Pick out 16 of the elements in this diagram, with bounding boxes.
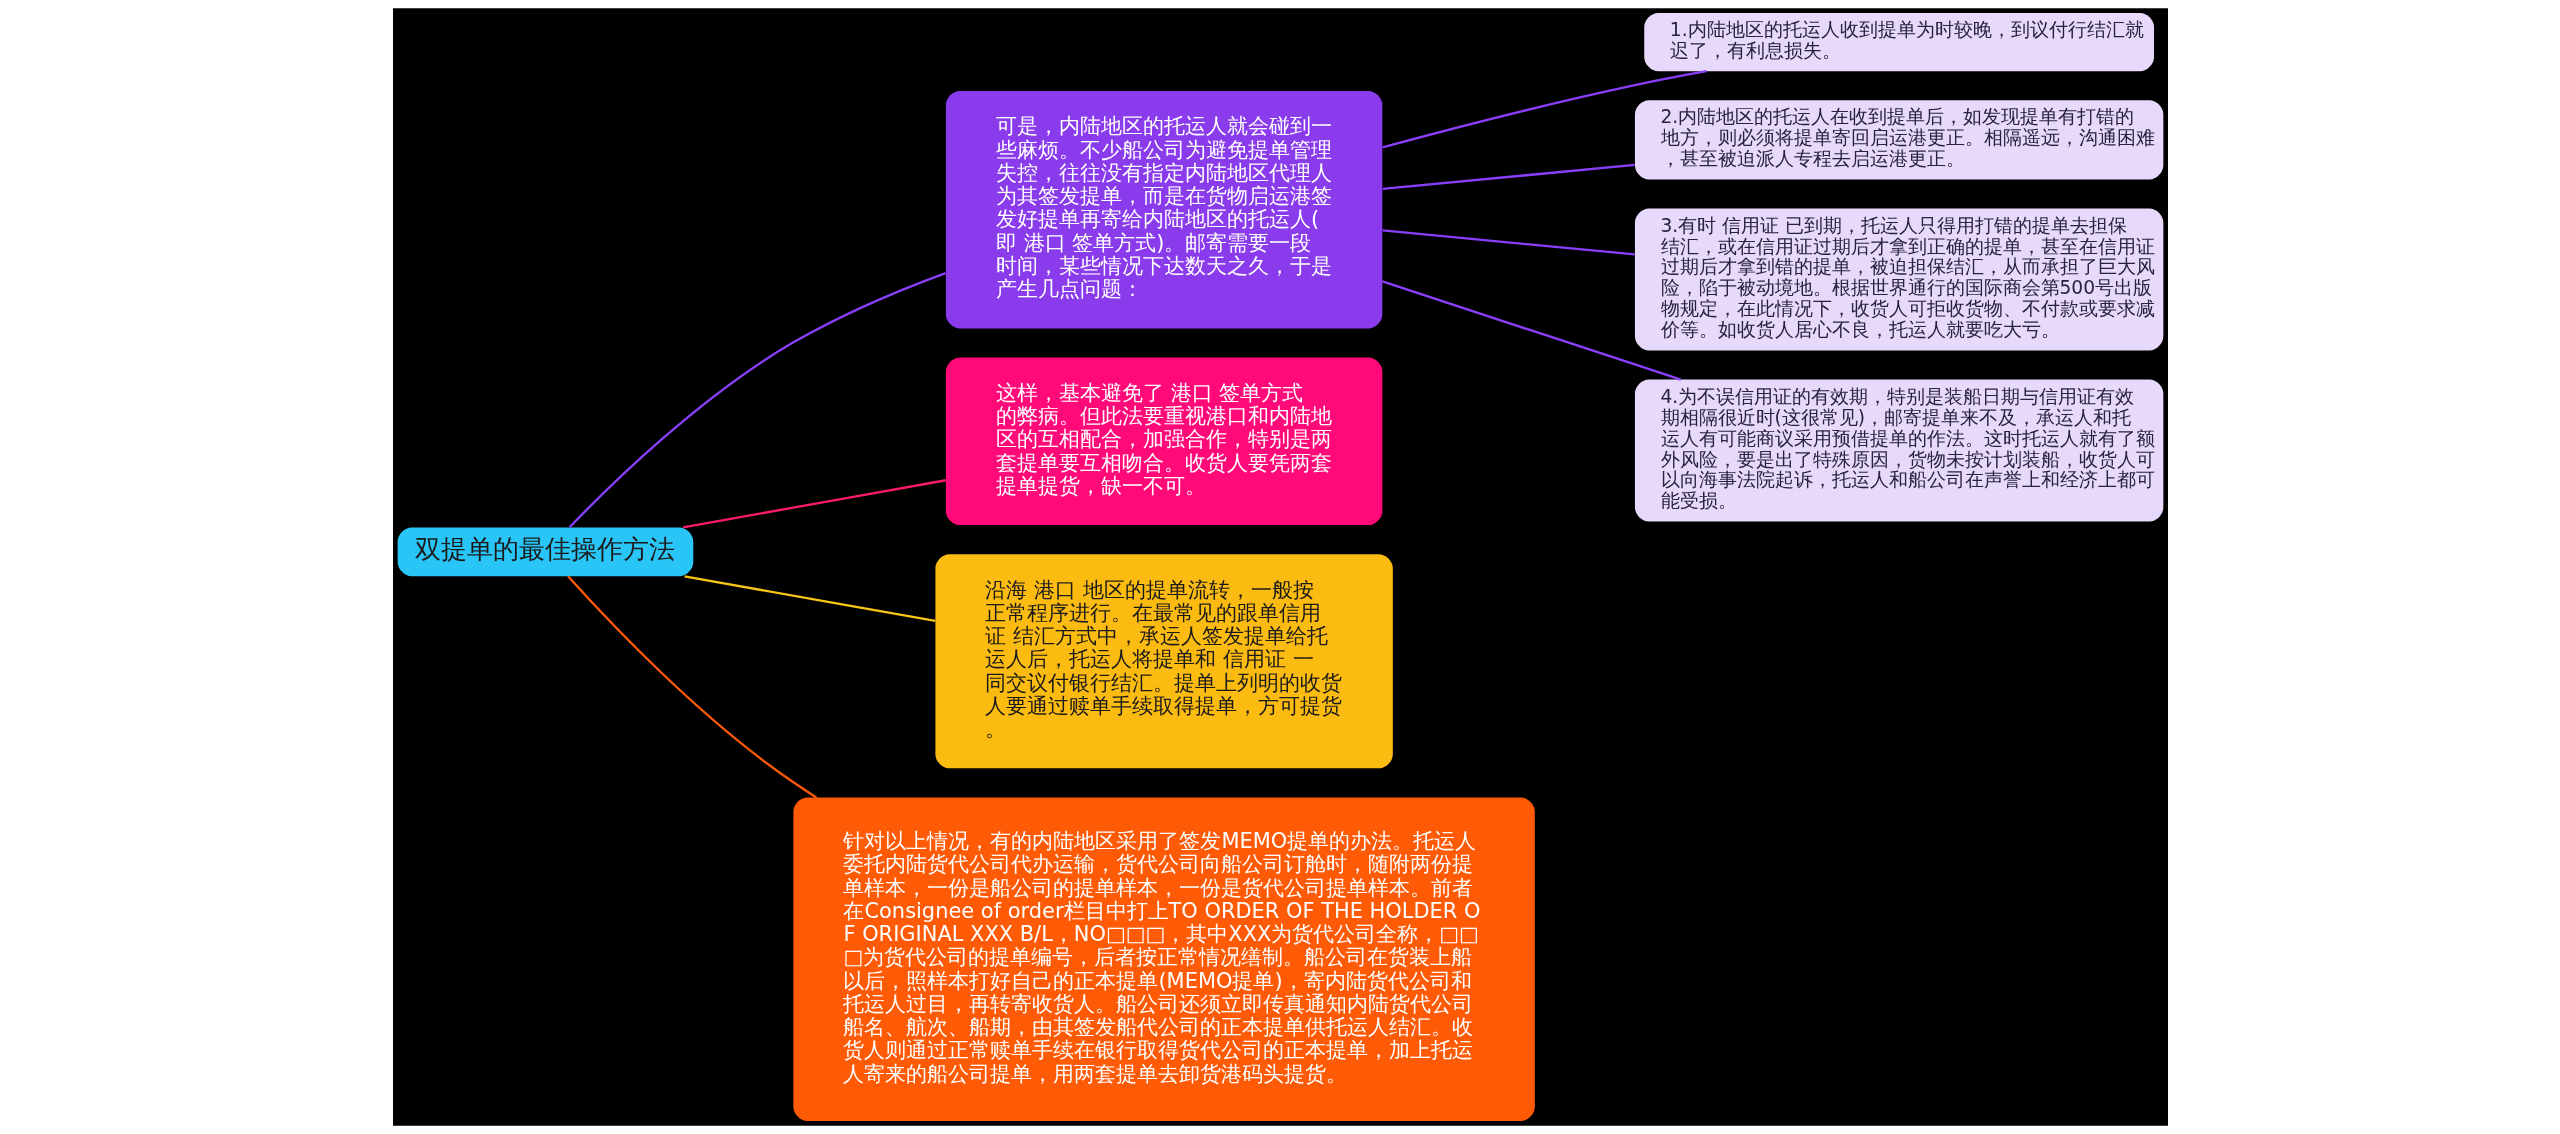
node-box: 2.内陆地区的托运人在收到提单后，如发现提单有打错的地方，则必须将提单寄回启运港更正。相隔遥远，沟通困难，甚至被迫派人专程去启运港更正。 <box>1634 100 2163 180</box>
connector <box>1381 280 1681 381</box>
node-box: 4.为不误信用证的有效期，特别是装船日期与信用证有效期相隔很近时(这很常见)，邮寄提单来不及，承运人和托运人有可能商议采用预借提单的作法。这时托运人就有了额外风险，要是出了特殊原因，货物未按计划装船，收货人可以向海事法院起诉，托运人和船公司在声誉上和经济上都可能受损。 <box>1634 379 2163 522</box>
node-box: 双提单的最佳操作方法 <box>397 527 693 577</box>
node-box: 针对以上情况，有的内陆地区采用了签发MEMO提单的办法。托运人委托内陆货代公司代办运输，货代公司向船公司订舱时，随附两份提单样本，一份是船公司的提单样本，一份是货代公司提单样本。前者在Consignee of order栏目中打上TO ORDER OF THE HOLDER OF ORIGINAL XXX B/L，NO□□□，其中XXX为货代公司全称，□□□为货代公司的提单编号，后者按正常情况缮制。船公司在货装上船以后，照样本打好自己的正本提单(MEMO提单)，寄内陆货代公司和托运人过目，再转寄收货人。船公司还须立即传真通知内陆货代公司船名、航次、船期，由其签发船代公司的正本提单供托运人结汇。收货人则通过正常赎单手续在银行取得货代公司的正本提单，加上托运人寄来的船公司提单，用两套提单去卸货港码头提货。 <box>792 797 1535 1122</box>
node-box: 可是，内陆地区的托运人就会碰到一些麻烦。不少船公司为避免提单管理失控，往往没有指定内陆地区代理人为其签发提单，而是在货物启运港签发好提单再寄给内陆地区的托运人(即 港口 签单方式)。邮寄需要一段时间，某些情况下达数天之久，于是产生几点问题： <box>945 90 1382 329</box>
connector <box>566 575 817 799</box>
connector <box>568 271 946 529</box>
node-box: 1.内陆地区的托运人收到提单为时较晚，到议付行结汇就迟了，有利息损失。 <box>1643 12 2154 72</box>
connector <box>1382 229 1635 256</box>
node-box: 3.有时 信用证 已到期，托运人只得用打错的提单去担保结汇，或在信用证过期后才拿到正确的提单，甚至在信用证过期后才拿到错的提单，被迫担保结汇，从而承担了巨大风险，陷于被动境地。根据世界通行的国际商会第500号出版物规定，在此情况下，收货人可拒收货物、不付款或要求减价等。如收货人居心不良，托运人就要吃大亏。 <box>1634 208 2163 351</box>
node-box: 沿海 港口 地区的提单流转，一般按正常程序进行。在最常见的跟单信用证 结汇方式中，承运人签发提单给托运人后，托运人将提单和 信用证 一同交议付银行结汇。提单上列明的收货人要通过赎单手续取得提单，方可提货。 <box>934 554 1393 769</box>
node-box: 这样，基本避免了 港口 签单方式的弊病。但此法要重视港口和内陆地区的互相配合，加强合作，特别是两套提单要互相吻合。收货人要凭两套提单提货，缺一不可。 <box>945 357 1382 526</box>
connector <box>683 575 936 622</box>
connector <box>1382 163 1635 191</box>
connector <box>682 479 946 529</box>
